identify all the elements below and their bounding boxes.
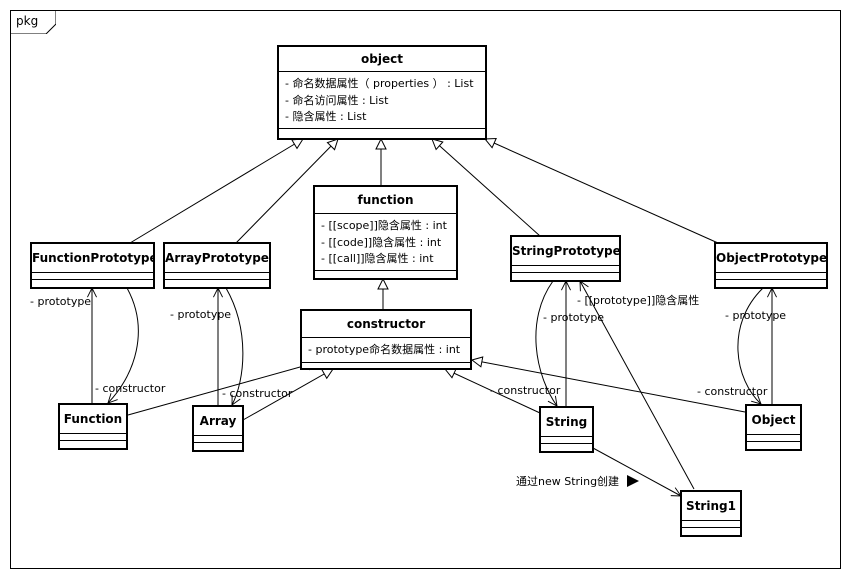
edge-String-constructor	[445, 369, 541, 414]
edge-ArrayPrototype-constructor	[225, 287, 244, 405]
operation-compartment	[512, 273, 619, 279]
label-sp-prototype: - prototype	[543, 311, 605, 324]
operation-compartment	[60, 441, 126, 447]
class-name: String1	[682, 492, 740, 521]
attribute: - 隐含属性 : List	[285, 110, 367, 123]
operation-compartment	[682, 528, 740, 534]
class-StringPrototype[interactable]: StringPrototype	[510, 235, 621, 282]
package-frame	[10, 10, 841, 569]
class-name: function	[315, 187, 456, 214]
operation-compartment	[716, 280, 826, 286]
attribute: - 命名访问属性 : List	[285, 93, 389, 107]
class-name: StringPrototype	[512, 237, 619, 266]
edge-sproto-object	[432, 139, 541, 237]
label-sp-hidden-prototype: - [[prototype]]隐含属性	[577, 294, 700, 307]
attribute-compartment	[165, 273, 269, 280]
attribute-compartment	[32, 273, 153, 280]
attribute-compartment	[682, 521, 740, 528]
edge-fproto-object	[129, 139, 303, 244]
attribute-compartment	[512, 266, 619, 273]
package-tab	[10, 10, 56, 34]
operation-compartment	[194, 443, 242, 449]
operation-compartment	[747, 442, 800, 448]
attribute-compartment: - prototype命名数据属性 : int	[302, 338, 470, 363]
class-FunctionPrototype[interactable]: FunctionPrototype	[30, 242, 155, 289]
class-String1[interactable]: String1	[680, 490, 742, 537]
class-Array[interactable]: Array	[192, 405, 244, 452]
class-name: Array	[194, 407, 242, 436]
class-name: Function	[60, 405, 126, 434]
edge-Array-constructor	[242, 369, 333, 421]
label-fp-prototype: - prototype	[30, 295, 92, 308]
class-name: ObjectPrototype	[716, 244, 826, 273]
label-string-create: 通过new String创建	[516, 475, 620, 488]
attribute-compartment	[60, 434, 126, 441]
class-object[interactable]: object - 命名数据属性（ properties ） : List - 命…	[277, 45, 487, 140]
edge-FunctionPrototype-constructor	[108, 287, 139, 403]
edge-String1-hidden-prototype	[580, 281, 695, 490]
class-constructor[interactable]: constructor - prototype命名数据属性 : int	[300, 309, 472, 370]
label-op-constructor: - constructor	[697, 385, 768, 398]
attribute-compartment	[194, 436, 242, 443]
attribute: - [[scope]]隐含属性 : int	[321, 219, 447, 232]
class-name: constructor	[302, 311, 470, 338]
class-name: object	[279, 47, 485, 72]
attribute-compartment	[716, 273, 826, 280]
label-fp-constructor: - constructor	[95, 382, 166, 395]
label-ap-prototype: - prototype	[170, 308, 232, 321]
edge-String-String1	[592, 447, 681, 496]
operation-compartment	[32, 280, 153, 286]
direction-triangle-icon	[627, 475, 639, 487]
edge-oproto-object	[485, 139, 719, 244]
class-name: FunctionPrototype	[32, 244, 153, 273]
attribute-compartment	[541, 437, 592, 444]
package-label: pkg	[16, 14, 39, 28]
class-name: Object	[747, 406, 800, 435]
edge-ObjectPrototype-constructor	[737, 287, 764, 404]
operation-compartment	[541, 444, 592, 450]
class-ObjectPrototype[interactable]: ObjectPrototype	[714, 242, 828, 289]
class-Object[interactable]: Object	[745, 404, 802, 451]
edge-aproto-object	[235, 139, 338, 244]
label-op-prototype: - prototype	[725, 309, 787, 322]
label-sp-constructor: - constructor	[490, 384, 561, 397]
class-name: String	[541, 408, 592, 437]
attribute: - prototype命名数据属性 : int	[308, 343, 461, 356]
label-ap-constructor: - constructor	[222, 387, 293, 400]
attribute: - [[code]]隐含属性 : int	[321, 235, 442, 249]
attribute-compartment: - 命名数据属性（ properties ） : List - 命名访问属性 :…	[279, 72, 485, 129]
class-ArrayPrototype[interactable]: ArrayPrototype	[163, 242, 271, 289]
class-name: ArrayPrototype	[165, 244, 269, 273]
class-String[interactable]: String	[539, 406, 594, 453]
class-Function[interactable]: Function	[58, 403, 128, 450]
class-function[interactable]: function - [[scope]]隐含属性 : int - [[code]…	[313, 185, 458, 280]
edge-Function-constructor	[127, 362, 318, 416]
edge-StringPrototype-constructor	[535, 280, 557, 406]
attribute-compartment: - [[scope]]隐含属性 : int - [[code]]隐含属性 : i…	[315, 214, 456, 271]
operation-compartment	[165, 280, 269, 286]
edge-Object-constructor	[472, 360, 746, 413]
attribute: - [[call]]隐含属性 : int	[321, 252, 434, 265]
attribute: - 命名数据属性（ properties ） : List	[285, 77, 474, 90]
attribute-compartment	[747, 435, 800, 442]
